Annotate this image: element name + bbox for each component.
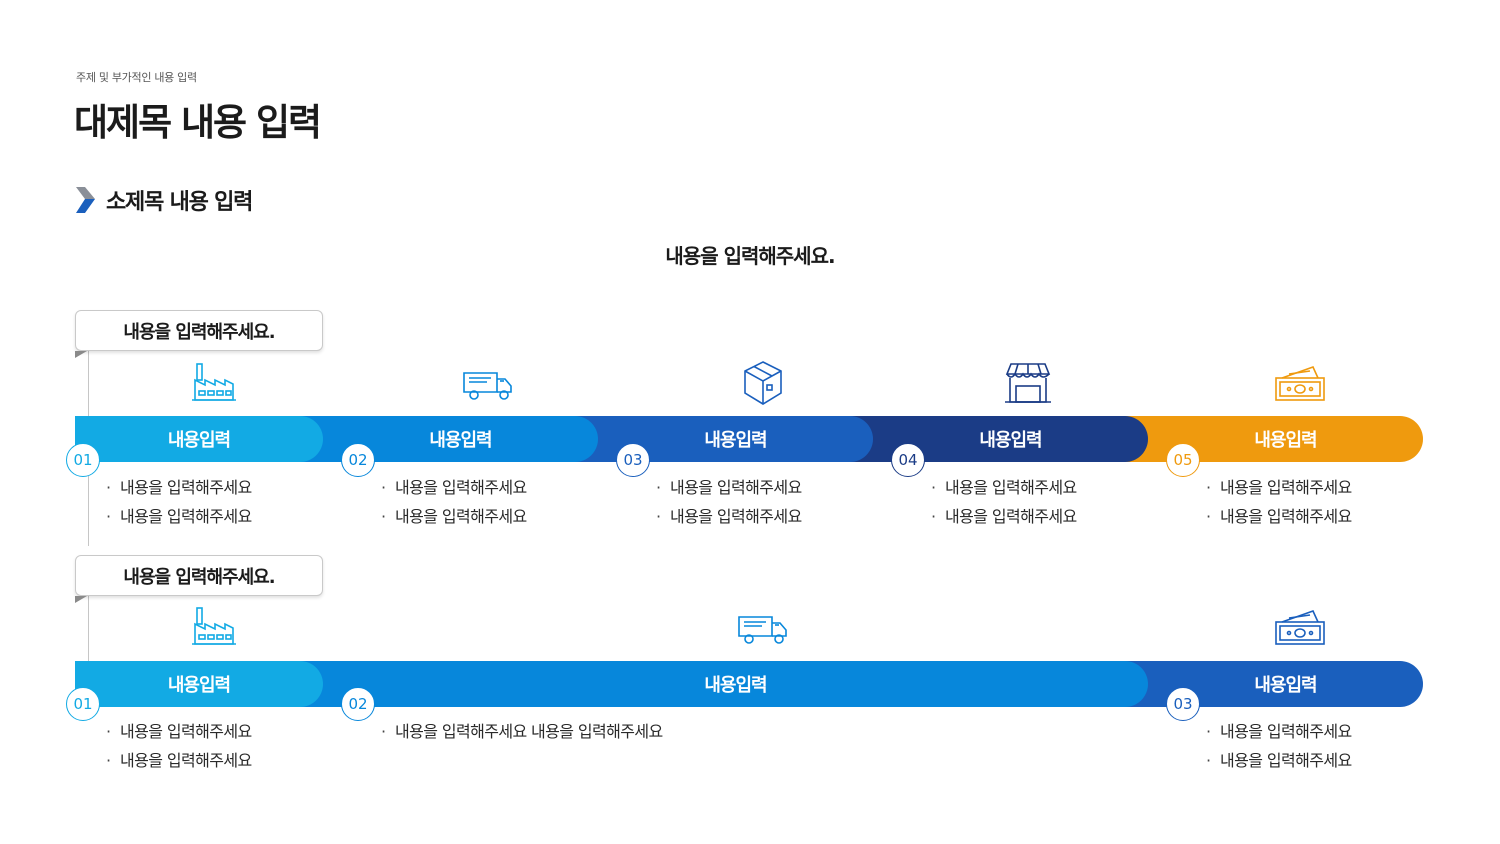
store-icon: [1001, 360, 1055, 406]
list-item: 내용을 입력해주세요: [931, 502, 1077, 531]
timeline-2-step-3-number: 03: [1166, 687, 1200, 721]
list-item: 내용을 입력해주세요: [106, 502, 252, 531]
timeline-1-step-1-number: 01: [66, 443, 100, 477]
list-item: 내용을 입력해주세요: [106, 717, 252, 746]
list-item: 내용을 입력해주세요: [656, 473, 802, 502]
timeline-2-step-1-number: 01: [66, 687, 100, 721]
timeline-1-step-1-bullets: 내용을 입력해주세요 내용을 입력해주세요: [106, 473, 252, 531]
timeline-1-step-2-bar: 내용입력: [298, 416, 598, 462]
kicker-text: 주제 및 부가적인 내용 입력: [76, 71, 197, 84]
timeline-1-step-5-number: 05: [1166, 443, 1200, 477]
list-item: 내용을 입력해주세요: [106, 473, 252, 502]
list-item: 내용을 입력해주세요: [931, 473, 1077, 502]
money-icon: [1273, 604, 1327, 650]
timeline-2-step-3-bullets: 내용을 입력해주세요 내용을 입력해주세요: [1206, 717, 1352, 775]
list-item: 내용을 입력해주세요: [106, 746, 252, 775]
timeline-1-step-4-bullets: 내용을 입력해주세요 내용을 입력해주세요: [931, 473, 1077, 531]
timeline-2-step-2-number: 02: [341, 687, 375, 721]
list-item: 내용을 입력해주세요: [381, 502, 527, 531]
list-item: 내용을 입력해주세요: [1206, 502, 1352, 531]
list-item: 내용을 입력해주세요: [1206, 746, 1352, 775]
box-icon: [736, 360, 790, 406]
list-item: 내용을 입력해주세요: [1206, 717, 1352, 746]
timeline-1-step-2-bullets: 내용을 입력해주세요 내용을 입력해주세요: [381, 473, 527, 531]
center-heading: 내용을 입력해주세요.: [665, 244, 835, 268]
subtitle-row: 소제목 내용 입력: [76, 184, 253, 216]
timeline-2-label: 내용을 입력해주세요.: [75, 555, 323, 603]
subtitle: 소제목 내용 입력: [106, 190, 253, 215]
list-item: 내용을 입력해주세요: [1206, 473, 1352, 502]
timeline-1-label: 내용을 입력해주세요.: [75, 310, 323, 358]
timeline-2-step-2-bar: 내용입력: [298, 661, 1148, 707]
timeline-1-step-3-bullets: 내용을 입력해주세요 내용을 입력해주세요: [656, 473, 802, 531]
timeline-2-step-2-bullets: 내용을 입력해주세요 내용을 입력해주세요: [381, 717, 663, 746]
page-title: 대제목 내용 입력: [74, 101, 322, 144]
list-item: 내용을 입력해주세요: [656, 502, 802, 531]
truck-icon: [461, 360, 515, 406]
list-item: 내용을 입력해주세요 내용을 입력해주세요: [381, 717, 663, 746]
timeline-2-step-1-bar: 내용입력: [75, 661, 323, 707]
factory-icon: [186, 604, 240, 650]
timeline-1-step-1-bar: 내용입력: [75, 416, 323, 462]
money-icon: [1273, 360, 1327, 406]
timeline-2-connector: [88, 596, 89, 691]
list-item: 내용을 입력해주세요: [381, 473, 527, 502]
chevron-right-icon: [76, 187, 95, 213]
timeline-1-step-4-number: 04: [891, 443, 925, 477]
truck-icon: [736, 604, 790, 650]
timeline-1-step-2-number: 02: [341, 443, 375, 477]
timeline-1-step-5-bullets: 내용을 입력해주세요 내용을 입력해주세요: [1206, 473, 1352, 531]
timeline-2-step-1-bullets: 내용을 입력해주세요 내용을 입력해주세요: [106, 717, 252, 775]
factory-icon: [186, 360, 240, 406]
timeline-1-step-3-number: 03: [616, 443, 650, 477]
